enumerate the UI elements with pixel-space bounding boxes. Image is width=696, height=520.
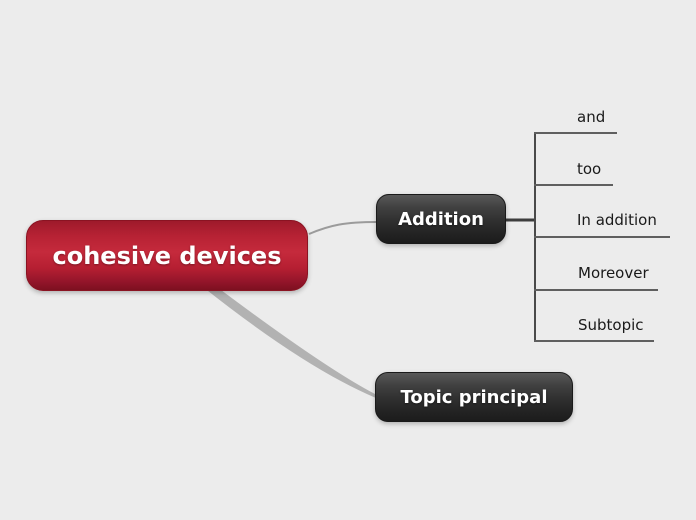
node-addition[interactable]: Addition <box>376 194 506 244</box>
connector-root-topic <box>203 287 376 398</box>
child-node-too[interactable]: too <box>577 160 602 178</box>
node-topic-principal[interactable]: Topic principal <box>375 372 573 422</box>
child-node-in-addition[interactable]: In addition <box>577 211 657 229</box>
connector-root-addition <box>308 221 378 235</box>
node-topic-principal-label: Topic principal <box>400 386 548 408</box>
node-root-label: cohesive devices <box>52 241 282 270</box>
child-node-moreover[interactable]: Moreover <box>578 264 649 282</box>
child-node-and[interactable]: and <box>577 108 606 126</box>
node-root[interactable]: cohesive devices <box>26 220 308 291</box>
child-node-subtopic[interactable]: Subtopic <box>578 316 644 334</box>
node-addition-label: Addition <box>398 208 484 230</box>
